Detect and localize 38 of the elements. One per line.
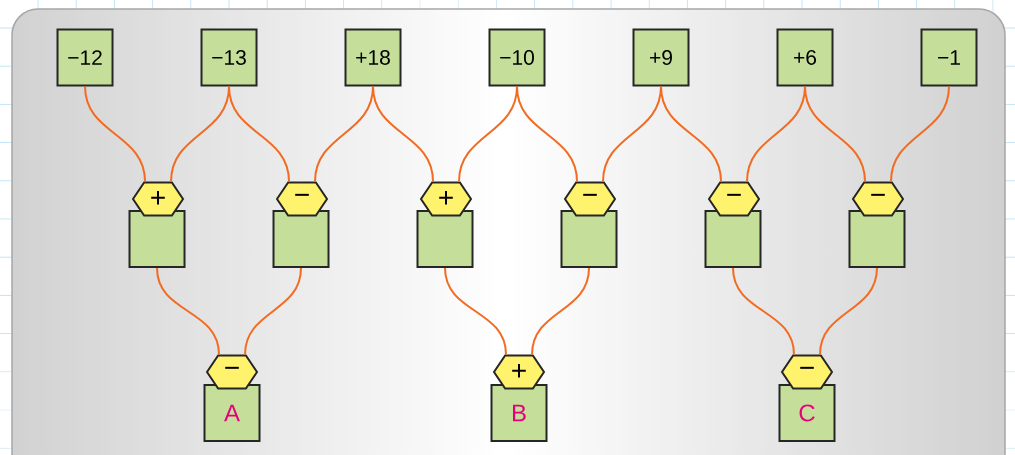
connector-line [732, 267, 795, 356]
operator-hexagon: + [419, 181, 473, 217]
connector-line [819, 267, 878, 356]
answer-box [848, 210, 906, 268]
number-box: −1 [920, 28, 978, 87]
operator-hexagon: − [563, 181, 617, 217]
connector-line [228, 85, 290, 183]
number-box: −13 [200, 28, 258, 87]
connector-line [890, 85, 950, 183]
connector-line [84, 85, 146, 183]
number-box: C [778, 384, 836, 442]
operator-hexagon: − [780, 354, 834, 390]
operator-hexagon: − [851, 181, 905, 217]
number-box: B [490, 384, 548, 442]
number-box: −10 [488, 28, 546, 87]
connector-line [244, 267, 302, 356]
operator-hexagon: − [275, 181, 329, 217]
operator-hexagon: − [205, 354, 259, 390]
answer-box [416, 210, 474, 268]
connector-line [531, 267, 590, 356]
answer-box [560, 210, 618, 268]
number-box: −12 [56, 28, 114, 87]
answer-box [272, 210, 330, 268]
operator-hexagon: + [131, 181, 185, 217]
number-box: +9 [632, 28, 690, 87]
number-box: +18 [344, 28, 402, 87]
connector-line [660, 85, 722, 183]
connector-line [372, 85, 434, 183]
connector-line [444, 267, 507, 356]
connector-line [516, 85, 578, 183]
answer-box [704, 210, 762, 268]
connector-line [804, 85, 866, 183]
answer-box [128, 210, 186, 268]
operator-hexagon: + [492, 354, 546, 390]
number-box: +6 [776, 28, 834, 87]
operator-hexagon: − [707, 181, 761, 217]
number-box: A [203, 384, 261, 442]
connector-line [156, 267, 220, 356]
